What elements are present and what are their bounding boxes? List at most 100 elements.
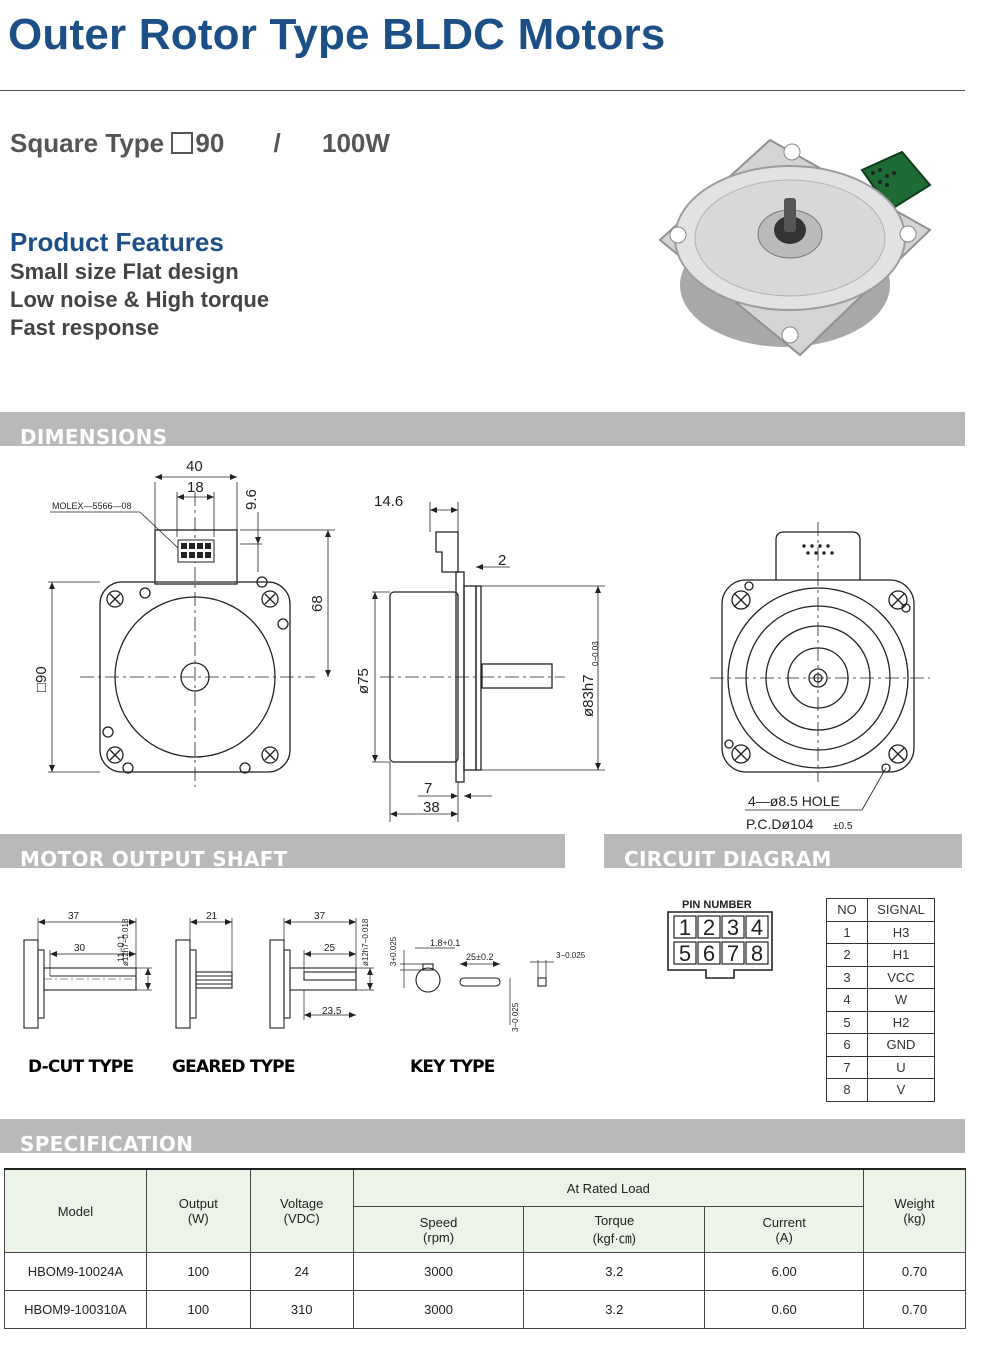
cell-speed: 3000: [352, 1290, 525, 1329]
shaft-dim: 25±0.2: [466, 952, 493, 962]
pin-label: 7: [727, 941, 739, 966]
title-divider: [0, 90, 965, 91]
power-rating: 100W: [321, 128, 390, 158]
shaft-dim: 37: [68, 911, 80, 922]
column-header: NO: [826, 898, 868, 922]
dim-label: 7: [424, 780, 432, 797]
pcd-spec: P.C.Dø104: [746, 816, 814, 832]
section-band-dimensions: DIMENSIONS: [0, 412, 965, 449]
cell-output: 100: [145, 1290, 251, 1329]
pin-number-header: PIN NUMBER: [682, 899, 752, 911]
shaft-dim: ø12h7−0.018: [121, 918, 130, 966]
pin-signal: H2: [867, 1010, 935, 1034]
dim-label: ø83h7: [580, 674, 597, 717]
pin-no: 5: [826, 1010, 868, 1034]
shaft-dim: 25: [324, 943, 336, 954]
pin-signal: V: [867, 1078, 935, 1102]
header-current: Current(A): [704, 1206, 865, 1253]
pin-signal: W: [867, 988, 935, 1012]
cell-weight: 0.70: [863, 1252, 966, 1291]
pin-signal: U: [867, 1055, 935, 1079]
pin-label: 1: [679, 915, 691, 940]
table-row: HBOM9-100310A 100 310 3000 3.2 0.60 0.70: [4, 1290, 966, 1329]
pin-connector-diagram: PIN NUMBER 1 2 3 4 5 6 7 8: [667, 899, 773, 979]
cell-current: 6.00: [704, 1252, 865, 1291]
shaft-type-label: D-CUT TYPE: [28, 1057, 133, 1077]
section-title-spec: SPECIFICATION: [20, 1132, 194, 1156]
dim-label: 14.6: [374, 493, 403, 510]
cell-weight: 0.70: [863, 1290, 966, 1329]
cell-current: 0.60: [704, 1290, 865, 1329]
section-title-circuit: CIRCUIT DIAGRAM: [624, 847, 832, 871]
shaft-dim: 11−0.1: [116, 935, 126, 962]
pin-no: 8: [826, 1078, 868, 1102]
dimension-drawing: 40 18 9.6 MOLEX—5566—08 68 □90 14.6 2 ø7…: [33, 458, 930, 832]
dim-label: ø75: [355, 668, 372, 694]
dim-label: 68: [309, 595, 326, 612]
header-weight: Weight(kg): [863, 1168, 966, 1253]
feature-item: Small size Flat design: [10, 259, 239, 284]
dim-label: 2: [498, 552, 506, 569]
pin-signal: GND: [867, 1033, 935, 1057]
table-header-row: Model Output(W) Voltage(VDC) At Rated Lo…: [4, 1168, 966, 1253]
shaft-dim: 1.8+0.1: [430, 938, 460, 948]
output-shaft-drawing: 37 30 11−0.1 ø12h7−0.018 21 37 25 23.5 ø…: [23, 911, 586, 1077]
cell-output: 100: [145, 1252, 251, 1291]
specification-table: Model Output(W) Voltage(VDC) At Rated Lo…: [4, 1168, 966, 1329]
motor-photo: [658, 138, 932, 357]
connector-label: MOLEX—5566—08: [52, 501, 132, 511]
cell-model: HBOM9-100310A: [4, 1290, 147, 1329]
header-torque: Torque(kgf·㎝): [523, 1206, 706, 1253]
shaft-dim: 3+0.025: [389, 936, 398, 966]
section-title-output-shaft: MOTOR OUTPUT SHAFT: [20, 847, 288, 871]
dim-label: 9.6: [243, 489, 260, 510]
subtitle-separator: /: [273, 128, 281, 158]
section-band-circuit: CIRCUIT DIAGRAM: [604, 834, 962, 871]
pin-label: 6: [703, 941, 715, 966]
cell-voltage: 24: [249, 1252, 354, 1291]
dim-tolerance: 0−0.03: [591, 641, 600, 666]
section-band-output-shaft: MOTOR OUTPUT SHAFT: [0, 834, 565, 871]
shaft-type-label: KEY TYPE: [410, 1057, 495, 1077]
pin-label: 3: [727, 915, 739, 940]
shaft-type-label: GEARED TYPE: [172, 1057, 295, 1077]
shaft-dim: 23.5: [322, 1006, 342, 1017]
pin-signal: VCC: [867, 965, 935, 989]
square-symbol-icon: [171, 132, 194, 154]
frame-size: 90: [195, 128, 225, 158]
product-subtitle: Square Type 90 / 100W: [10, 128, 390, 159]
cell-torque: 3.2: [523, 1290, 706, 1329]
table-header-row: NO SIGNAL: [826, 898, 935, 922]
cell-torque: 3.2: [523, 1252, 706, 1291]
hole-spec: 4—ø8.5 HOLE: [748, 793, 840, 809]
table-row: HBOM9-10024A 100 24 3000 3.2 6.00 0.70: [4, 1252, 966, 1291]
pin-label: 2: [703, 915, 715, 940]
cell-voltage: 310: [249, 1290, 354, 1329]
pcd-tolerance: ±0.5: [833, 821, 853, 832]
feature-item: Fast response: [10, 315, 160, 340]
pin-no: 2: [826, 943, 868, 967]
pin-no: 7: [826, 1055, 868, 1079]
pin-label: 8: [751, 941, 763, 966]
pin-label: 5: [679, 941, 691, 966]
feature-item: Low noise & High torque: [10, 287, 270, 312]
subtitle-prefix: Square Type: [10, 128, 172, 158]
header-speed: Speed(rpm): [352, 1206, 525, 1253]
dim-label: 40: [186, 458, 203, 475]
shaft-dim: 3−0.025: [511, 1002, 520, 1032]
shaft-dim: 3−0.025: [556, 951, 586, 960]
shaft-dim: 37: [314, 911, 326, 922]
cell-model: HBOM9-10024A: [4, 1252, 147, 1291]
pin-no: 3: [826, 965, 868, 989]
dim-label: 38: [423, 799, 440, 816]
cell-speed: 3000: [352, 1252, 525, 1291]
